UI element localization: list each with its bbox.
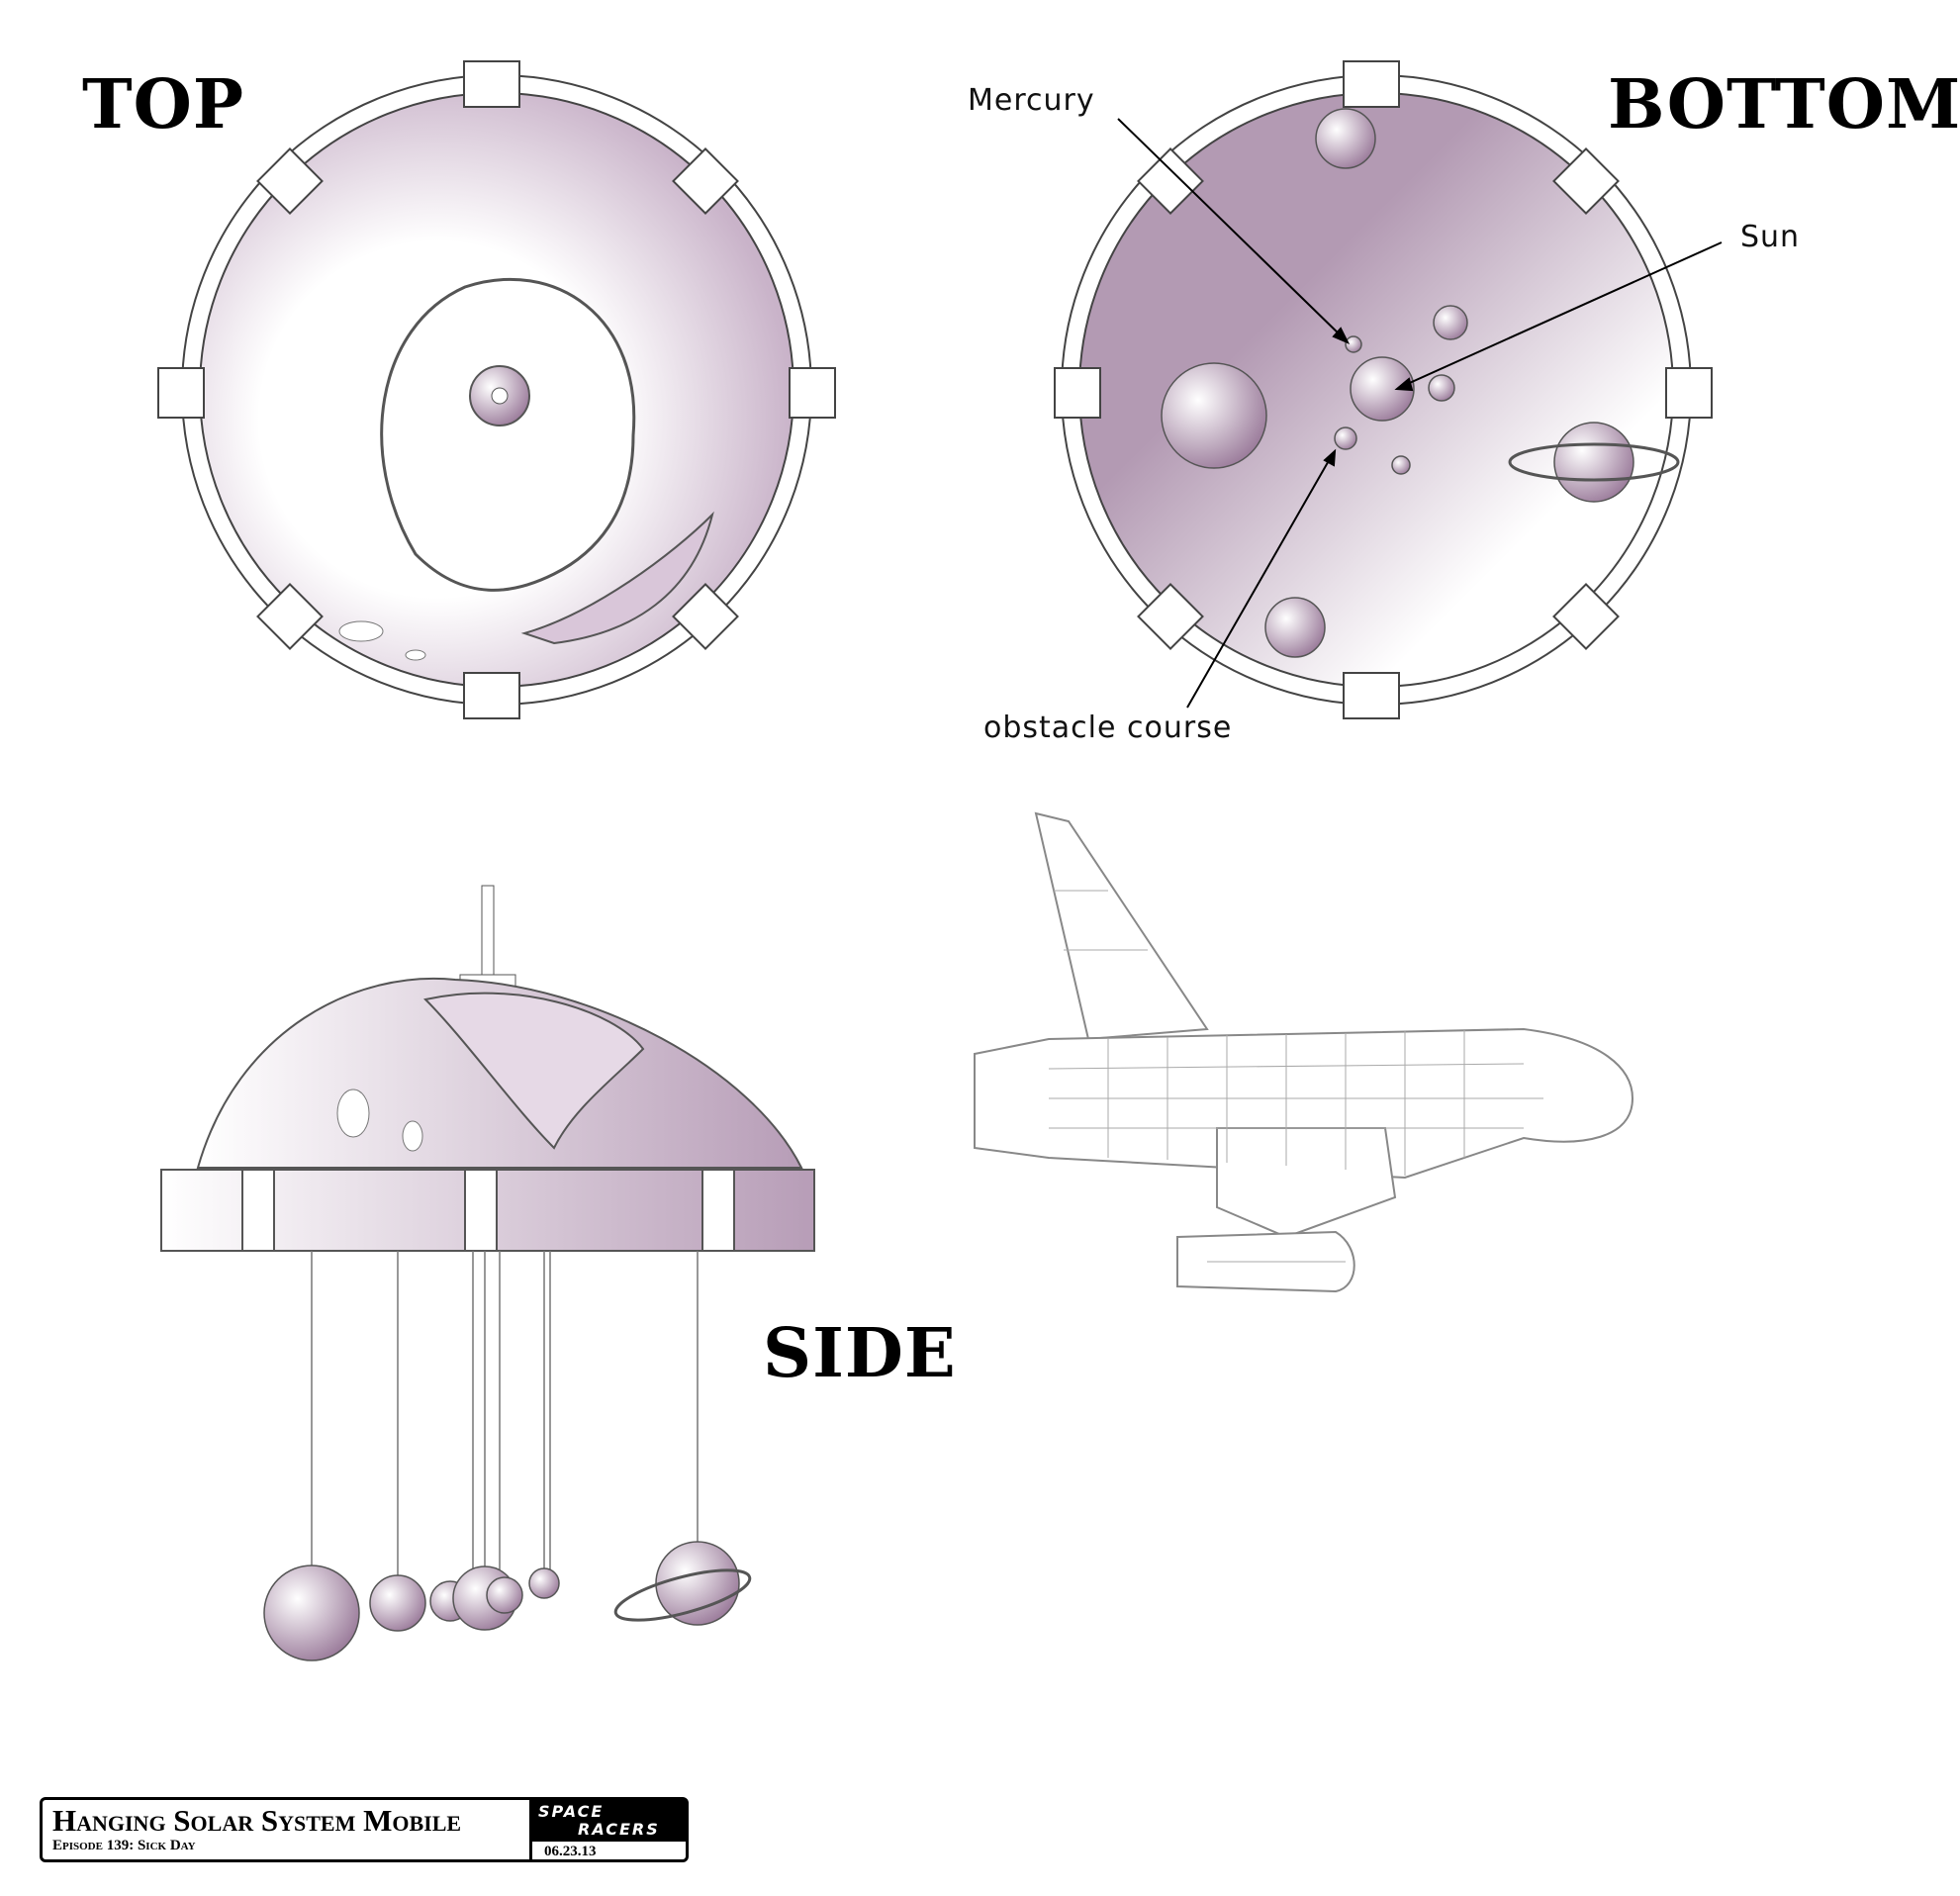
side-view [160,885,815,1661]
view-label-top: TOP [82,65,244,144]
callout-obstacle-course: obstacle course [983,711,1233,745]
episode-label: Episode 139: Sick Day [52,1838,196,1853]
shuttle-wireframe [974,811,1634,1293]
sheet-title: Hanging Solar System Mobile [52,1803,462,1838]
view-label-side: SIDE [763,1314,957,1393]
callout-arrows [1117,118,1723,709]
space-racers-logo: SPACE RACERS [532,1800,686,1842]
top-view [157,60,836,719]
callout-mercury: Mercury [968,83,1095,118]
bottom-view [1054,60,1723,719]
logo-line-2: RACERS [578,1820,660,1839]
title-block: Hanging Solar System Mobile Episode 139:… [40,1797,689,1862]
planets [1161,108,1680,658]
hanging-strings [311,1251,699,1593]
sheet-date: 06.23.13 [544,1844,597,1859]
view-label-bottom: BOTTOM [1608,65,1960,144]
callout-sun: Sun [1740,220,1801,254]
logo-line-1: SPACE [538,1802,605,1821]
